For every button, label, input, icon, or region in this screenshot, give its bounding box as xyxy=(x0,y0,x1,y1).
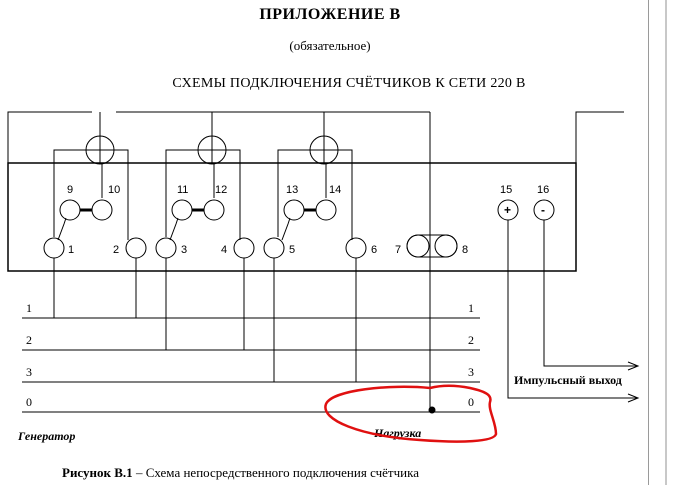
line-label-right: 3 xyxy=(468,365,474,379)
terminal-label: 2 xyxy=(113,244,119,256)
terminal-label: 7 xyxy=(395,244,401,256)
terminal-2 xyxy=(125,237,147,259)
terminal-label: 6 xyxy=(371,244,377,256)
figure-caption-text: – Схема непосредственного подключения сч… xyxy=(132,465,419,480)
terminal-10 xyxy=(91,199,113,221)
terminal-label: 4 xyxy=(221,244,227,256)
figure-number: Рисунок В.1 xyxy=(62,465,133,480)
terminal-14 xyxy=(315,199,337,221)
page-border-shadow xyxy=(665,0,667,485)
terminal-label: 9 xyxy=(67,184,73,196)
generator-label: Генератор xyxy=(17,429,75,443)
terminal-9 xyxy=(59,199,81,221)
pulse-output-label: Импульсный выход xyxy=(514,373,622,387)
line-label-right: 2 xyxy=(468,333,474,347)
pulse-minus-mark: - xyxy=(541,203,545,217)
terminal-5 xyxy=(263,237,285,259)
terminal-label: 12 xyxy=(215,184,227,196)
line-label-right: 1 xyxy=(468,301,474,315)
terminal-1 xyxy=(43,237,65,259)
pulse-plus-mark: + xyxy=(504,203,511,217)
enclosure-line xyxy=(7,111,92,163)
ct-1 xyxy=(85,135,115,165)
figure-caption: Рисунок В.1 – Схема непосредственного по… xyxy=(62,465,419,481)
line-label-left: 1 xyxy=(26,301,32,315)
terminal-label: 11 xyxy=(177,184,188,196)
line-label-left: 3 xyxy=(26,365,32,379)
terminal-6 xyxy=(345,237,367,259)
terminal-12 xyxy=(203,199,225,221)
ct-2 xyxy=(197,135,227,165)
terminal-label: 1 xyxy=(68,244,74,256)
line-label-right: 0 xyxy=(468,395,474,409)
line-label-left: 0 xyxy=(26,395,32,409)
terminal-label: 13 xyxy=(286,184,298,196)
red-annotation xyxy=(324,384,498,443)
terminal-label: 15 xyxy=(500,184,512,196)
terminal-label: 5 xyxy=(289,244,295,256)
appendix-title: ПРИЛОЖЕНИЕ В xyxy=(259,6,401,23)
ct-3 xyxy=(309,135,339,165)
terminal-13 xyxy=(283,199,305,221)
page-border xyxy=(648,0,649,485)
terminal-label: 16 xyxy=(537,184,549,196)
line-label-left: 2 xyxy=(26,333,32,347)
meter-body xyxy=(7,162,577,272)
terminal-label: 10 xyxy=(108,184,120,196)
terminal-11 xyxy=(171,199,193,221)
terminal-label: 3 xyxy=(181,244,187,256)
section-heading: СХЕМЫ ПОДКЛЮЧЕНИЯ СЧЁТЧИКОВ К СЕТИ 220 В xyxy=(172,76,526,91)
terminal-label: 14 xyxy=(329,184,341,196)
terminal-4 xyxy=(233,237,255,259)
terminal-label: 8 xyxy=(462,244,468,256)
terminal-3 xyxy=(155,237,177,259)
appendix-subtitle: (обязательное) xyxy=(289,38,371,53)
neutral-junction xyxy=(428,406,436,414)
